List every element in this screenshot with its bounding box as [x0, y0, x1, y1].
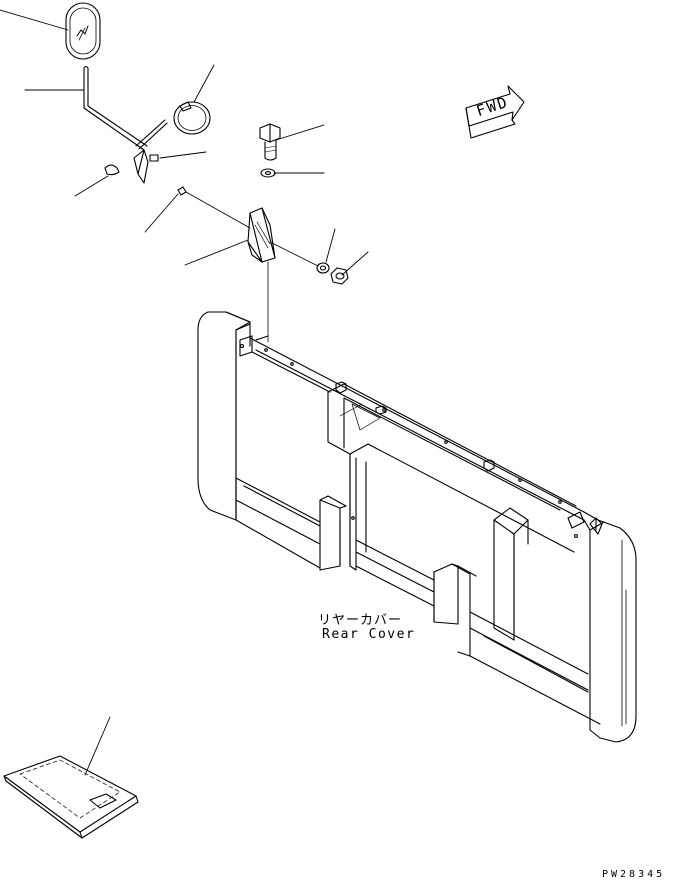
bolt [259, 123, 281, 161]
bent-rod [83, 65, 168, 184]
rear-cover [197, 311, 637, 743]
small-clip [104, 154, 159, 176]
pin [177, 186, 187, 196]
band-clamp [173, 101, 211, 135]
part-caption-jp: リヤーカバー [318, 613, 403, 628]
emblem-cap [65, 2, 101, 60]
leader-lines [0, 9, 369, 776]
drawing-number: PW28345 [602, 869, 666, 880]
instruction-manual [3, 755, 139, 839]
bracket [247, 207, 276, 263]
fwd-arrow-icon [465, 85, 525, 139]
nut [330, 267, 349, 285]
lock-washer [316, 262, 330, 274]
part-caption-en: Rear Cover [322, 627, 416, 642]
washer [260, 168, 276, 178]
assembly-axes [185, 191, 319, 343]
